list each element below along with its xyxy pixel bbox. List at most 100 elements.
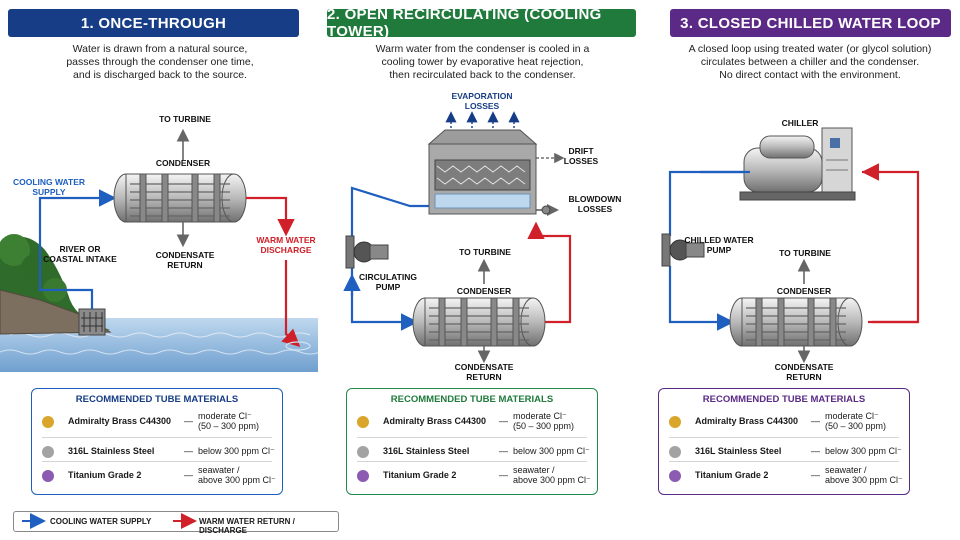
p1-to-turbine-label: TO TURBINE (159, 114, 211, 124)
material-name: Admiralty Brass C44300 (68, 416, 172, 426)
p3-condensate-label: CONDENSATE RETURN (769, 362, 839, 382)
materials-title: RECOMMENDED TUBE MATERIALS (702, 394, 866, 405)
p1-discharge-line (246, 196, 295, 237)
panel3-title: 3. CLOSED CHILLED WATER LOOP (670, 9, 951, 37)
label-line: DISCHARGE (260, 245, 312, 255)
p3-supply-line (668, 266, 735, 331)
label-line: LOSSES (464, 101, 500, 111)
titanium-dot (42, 470, 54, 482)
panel1-title: 1. ONCE-THROUGH (8, 9, 299, 37)
label-line: CONDENSATE (774, 362, 834, 372)
label-line: EVAPORATION (451, 91, 513, 101)
label-line: LOSSES (577, 204, 613, 214)
material-note: seawater /above 300 ppm Cl⁻ (198, 465, 276, 485)
material-note: moderate Cl⁻(50 – 300 ppm) (198, 411, 259, 431)
desc-line: No direct contact with the environment. (719, 69, 901, 81)
material-note: below 300 ppm Cl⁻ (513, 446, 590, 456)
material-row: Titanium Grade 2 — seawater /above 300 p… (659, 465, 909, 489)
label-line: CONDENSATE (454, 362, 514, 372)
label-line: PUMP (706, 245, 732, 255)
material-name: Admiralty Brass C44300 (383, 416, 487, 426)
material-note: moderate Cl⁻(50 – 300 ppm) (825, 411, 886, 431)
p1-supply-label: COOLING WATER SUPPLY (8, 177, 90, 197)
note-line: (50 – 300 ppm) (513, 421, 575, 431)
label-line: RETURN (786, 372, 822, 382)
label-line: PUMP (375, 282, 401, 292)
p2-blowdown-label: BLOWDOWN LOSSES (560, 194, 630, 214)
note-line: (50 – 300 ppm) (825, 421, 887, 431)
label-line: SUPPLY (32, 187, 66, 197)
material-row: 316L Stainless Steel — below 300 ppm Cl⁻ (347, 441, 597, 465)
material-dash: — (184, 470, 193, 480)
label-line: RIVER OR (59, 244, 101, 254)
label-line: COOLING WATER (12, 177, 86, 187)
label-line: RETURN (466, 372, 502, 382)
material-dash: — (184, 416, 193, 426)
panel3-description: A closed loop using treated water (or gl… (665, 43, 955, 82)
panel2-title: 2. OPEN RECIRCULATING (COOLING TOWER) (327, 6, 636, 40)
material-dash: — (184, 446, 193, 456)
legend-return-label: WARM WATER RETURN / DISCHARGE (199, 517, 295, 535)
p2-materials-box: RECOMMENDED TUBE MATERIALS Admiralty Bra… (346, 388, 598, 495)
material-name: Titanium Grade 2 (695, 470, 769, 480)
p2-hot-return (527, 221, 572, 324)
titanium-dot (669, 470, 681, 482)
material-row: Titanium Grade 2 — seawater /above 300 p… (347, 465, 597, 489)
desc-line: circulates between a chiller and the con… (700, 56, 920, 68)
label-line: COASTAL INTAKE (43, 254, 117, 264)
material-dash: — (499, 470, 508, 480)
legend: COOLING WATER SUPPLY WARM WATER RETURN /… (13, 511, 339, 535)
panel1-description: Water is drawn from a natural source, pa… (20, 43, 300, 82)
note-line: above 300 ppm Cl⁻ (513, 475, 591, 485)
material-row: 316L Stainless Steel — below 300 ppm Cl⁻ (659, 441, 909, 465)
label-line: WARM WATER (256, 235, 316, 245)
p2-condensate-label: CONDENSATE RETURN (449, 362, 519, 382)
p3-condenser (729, 297, 863, 347)
p3-pump-label: CHILLED WATER PUMP (680, 235, 758, 255)
brass-dot (357, 416, 369, 428)
p2-drift-label: DRIFT LOSSES (556, 146, 606, 166)
p1-intake-label: RIVER OR COASTAL INTAKE (40, 244, 120, 264)
material-row: Titanium Grade 2 — seawater /above 300 p… (32, 465, 282, 489)
material-name: Titanium Grade 2 (383, 470, 457, 480)
material-row: Admiralty Brass C44300 — moderate Cl⁻(50… (32, 411, 282, 435)
material-dash: — (499, 416, 508, 426)
note-line: above 300 ppm Cl⁻ (198, 475, 276, 485)
p3-materials-box: RECOMMENDED TUBE MATERIALS Admiralty Bra… (658, 388, 910, 495)
label-line: LOSSES (563, 156, 599, 166)
chiller (739, 127, 856, 201)
panel2-description: Warm water from the condenser is cooled … (330, 43, 635, 82)
p1-materials-box: RECOMMENDED TUBE MATERIALS Admiralty Bra… (31, 388, 283, 495)
steel-dot (669, 446, 681, 458)
p2-condenser (412, 297, 546, 347)
label-line: DRIFT (568, 146, 594, 156)
material-row: Admiralty Brass C44300 — moderate Cl⁻(50… (347, 411, 597, 435)
desc-line: Water is drawn from a natural source, (72, 43, 248, 55)
desc-line: passes through the condenser one time, (66, 56, 254, 68)
material-note: seawater /above 300 ppm Cl⁻ (825, 465, 903, 485)
materials-title: RECOMMENDED TUBE MATERIALS (75, 394, 239, 405)
p1-condenser (113, 173, 247, 223)
intake-structure (78, 308, 106, 336)
material-name: Admiralty Brass C44300 (695, 416, 799, 426)
cooling-tower (427, 129, 538, 215)
material-name: Titanium Grade 2 (68, 470, 142, 480)
note-line: moderate Cl⁻ (513, 411, 567, 421)
brass-dot (42, 416, 54, 428)
p1-discharge-outfall (281, 260, 301, 347)
note-line: seawater / (825, 465, 867, 475)
label-line: RETURN (167, 260, 203, 270)
note-line: moderate Cl⁻ (198, 411, 252, 421)
note-line: above 300 ppm Cl⁻ (825, 475, 903, 485)
label-line: BLOWDOWN (568, 194, 622, 204)
steel-dot (42, 446, 54, 458)
material-note: moderate Cl⁻(50 – 300 ppm) (513, 411, 574, 431)
p3-chiller-label: CHILLER (781, 118, 819, 128)
p2-evaporation-label: EVAPORATION LOSSES (444, 91, 520, 111)
material-row: Admiralty Brass C44300 — moderate Cl⁻(50… (659, 411, 909, 435)
p2-circulating-pump (345, 235, 389, 269)
material-note: below 300 ppm Cl⁻ (825, 446, 902, 456)
material-name: 316L Stainless Steel (68, 446, 155, 456)
material-name: 316L Stainless Steel (383, 446, 470, 456)
legend-supply-label: COOLING WATER SUPPLY (50, 517, 152, 526)
